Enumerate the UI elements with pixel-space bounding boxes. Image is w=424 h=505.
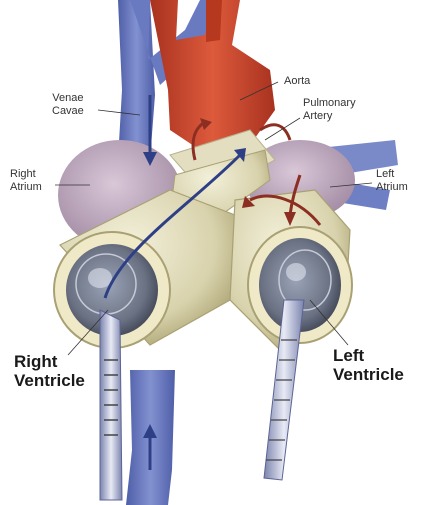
pulmonary-artery-label: Pulmonary Artery: [303, 97, 356, 123]
right-atrium-label: Right Atrium: [10, 168, 42, 194]
aorta-label: Aorta: [284, 75, 310, 88]
right-drive-line: [100, 310, 122, 500]
right-ventricle-label: Right Ventricle: [14, 352, 85, 390]
left-ventricle-label: Left Ventricle: [333, 346, 404, 384]
venae-cavae-label: Venae Cavae: [52, 92, 84, 118]
left-atrium-label: Left Atrium: [376, 168, 408, 194]
